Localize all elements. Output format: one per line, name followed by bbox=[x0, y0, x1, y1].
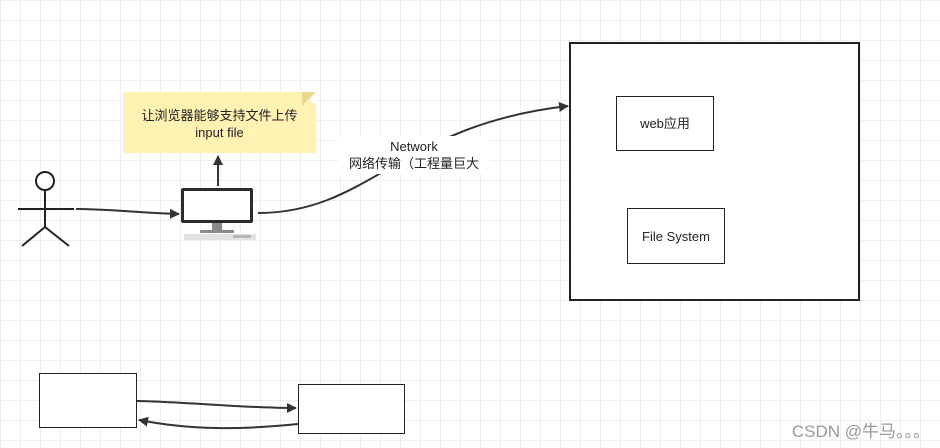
watermark-text: CSDN @牛马。。。 bbox=[791, 422, 930, 441]
edge-label-line-1: Network bbox=[390, 139, 438, 154]
edge-label-line-2: 网络传输（工程量巨大 bbox=[348, 156, 479, 171]
edge-box-b-to-box-a bbox=[138, 416, 299, 430]
computer-monitor-icon bbox=[181, 188, 256, 240]
note-line-1: 让浏览器能够支持文件上传 bbox=[141, 108, 298, 123]
note-fold-shadow bbox=[302, 92, 316, 106]
edge-user-to-computer bbox=[75, 208, 180, 219]
bottom-box-a bbox=[39, 373, 137, 428]
sticky-note: 让浏览器能够支持文件上传 input file bbox=[123, 92, 316, 153]
web-app-box: web应用 bbox=[616, 96, 714, 151]
network-edge-label: Network 网络传输（工程量巨大 bbox=[338, 136, 490, 174]
bottom-box-b bbox=[298, 384, 405, 434]
file-system-box: File System bbox=[627, 208, 725, 264]
note-line-2: input file bbox=[195, 125, 244, 140]
user-actor-icon bbox=[18, 171, 74, 247]
web-app-label: web应用 bbox=[640, 116, 690, 131]
note-text: 让浏览器能够支持文件上传 input file bbox=[123, 107, 316, 141]
file-system-label: File System bbox=[642, 229, 710, 244]
edge-box-a-to-box-b bbox=[136, 400, 297, 413]
